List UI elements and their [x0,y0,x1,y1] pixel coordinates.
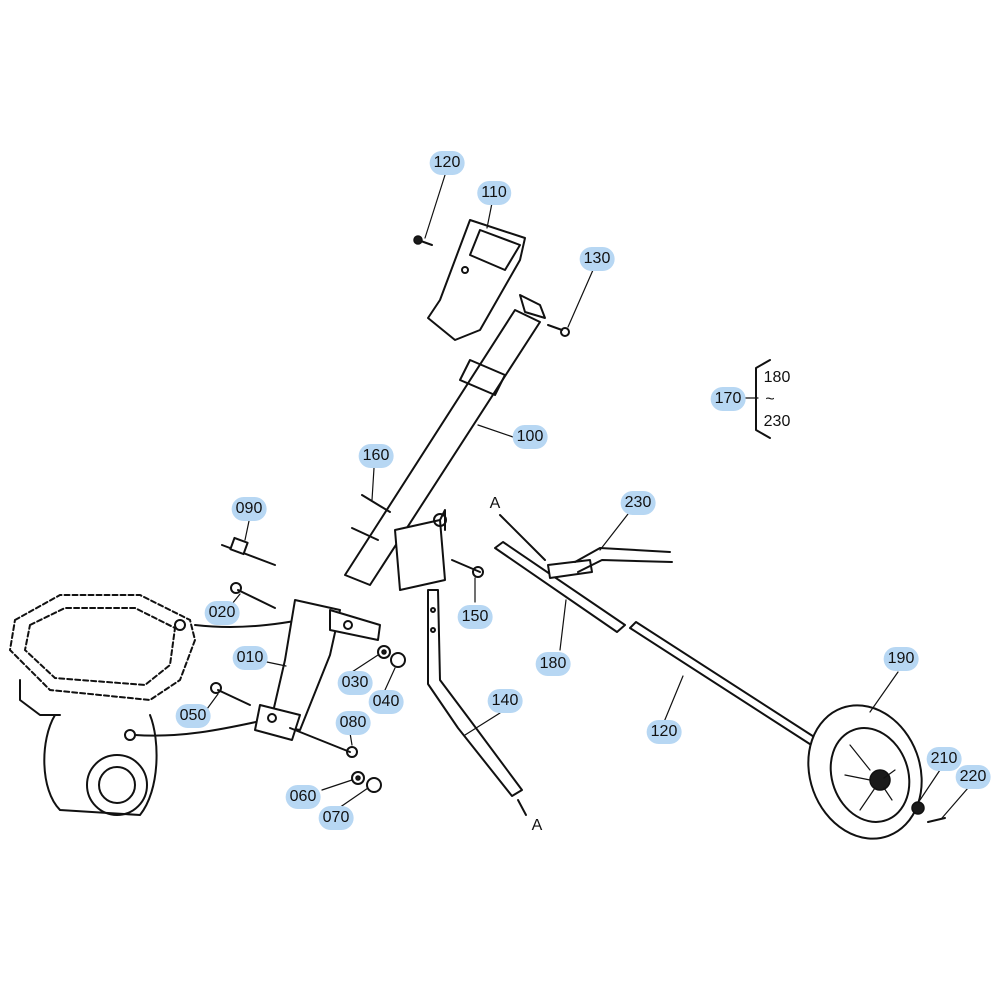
callout-220[interactable]: 220 [955,765,991,789]
callout-090[interactable]: 090 [231,497,267,521]
screw-130 [547,324,570,337]
callout-190[interactable]: 190 [883,647,919,671]
bolt-020 [230,582,276,609]
nut-040 [390,652,406,668]
range-tilde: ~ [765,391,775,408]
axle-assembly [494,541,823,749]
callout-040[interactable]: 040 [368,690,404,714]
section-arrows [499,514,546,816]
bolt-090 [221,536,276,566]
section-mark-bottom: A [531,817,543,834]
stand-leg-140 [427,589,523,797]
pin-160 [361,494,391,513]
callout-180-axle[interactable]: 180 [535,652,571,676]
callout-150[interactable]: 150 [457,605,493,629]
section-mark-top: A [489,495,501,512]
bracket-010 [254,599,381,741]
callout-100[interactable]: 100 [512,425,548,449]
callout-050[interactable]: 050 [175,704,211,728]
range-start-label: 180 [763,369,791,386]
leader-lines [206,174,969,819]
callout-030[interactable]: 030 [337,671,373,695]
callout-210[interactable]: 210 [926,747,962,771]
callout-070[interactable]: 070 [318,806,354,830]
washer-060 [351,771,365,785]
engine-housing [8,594,326,816]
callout-230-handle[interactable]: 230 [620,491,656,515]
callout-060[interactable]: 060 [285,785,321,809]
bolt-050 [210,682,251,706]
callout-080[interactable]: 080 [335,711,371,735]
bolt-080 [289,727,358,758]
callout-130[interactable]: 130 [579,247,615,271]
range-end-label: 230 [763,413,791,430]
grip-cover-110 [427,219,546,341]
washer-210 [911,801,925,815]
stand-pivot-block [394,509,447,591]
callout-020[interactable]: 020 [204,601,240,625]
callout-120-grip-screw[interactable]: 120 [429,151,465,175]
handle-tube-100 [344,309,541,586]
callout-110[interactable]: 110 [477,181,511,205]
group-bracket [755,359,771,439]
washer-030 [377,645,391,659]
callout-170[interactable]: 170 [710,387,746,411]
callout-160[interactable]: 160 [358,444,394,468]
bolt-150 [451,559,484,578]
callout-140[interactable]: 140 [487,689,523,713]
callout-010[interactable]: 010 [232,646,268,670]
callout-120-axle-tube[interactable]: 120 [646,720,682,744]
wheel-190 [807,704,923,840]
screw-120-grip [413,235,433,246]
pin-220 [927,817,946,823]
nut-070 [366,777,382,793]
